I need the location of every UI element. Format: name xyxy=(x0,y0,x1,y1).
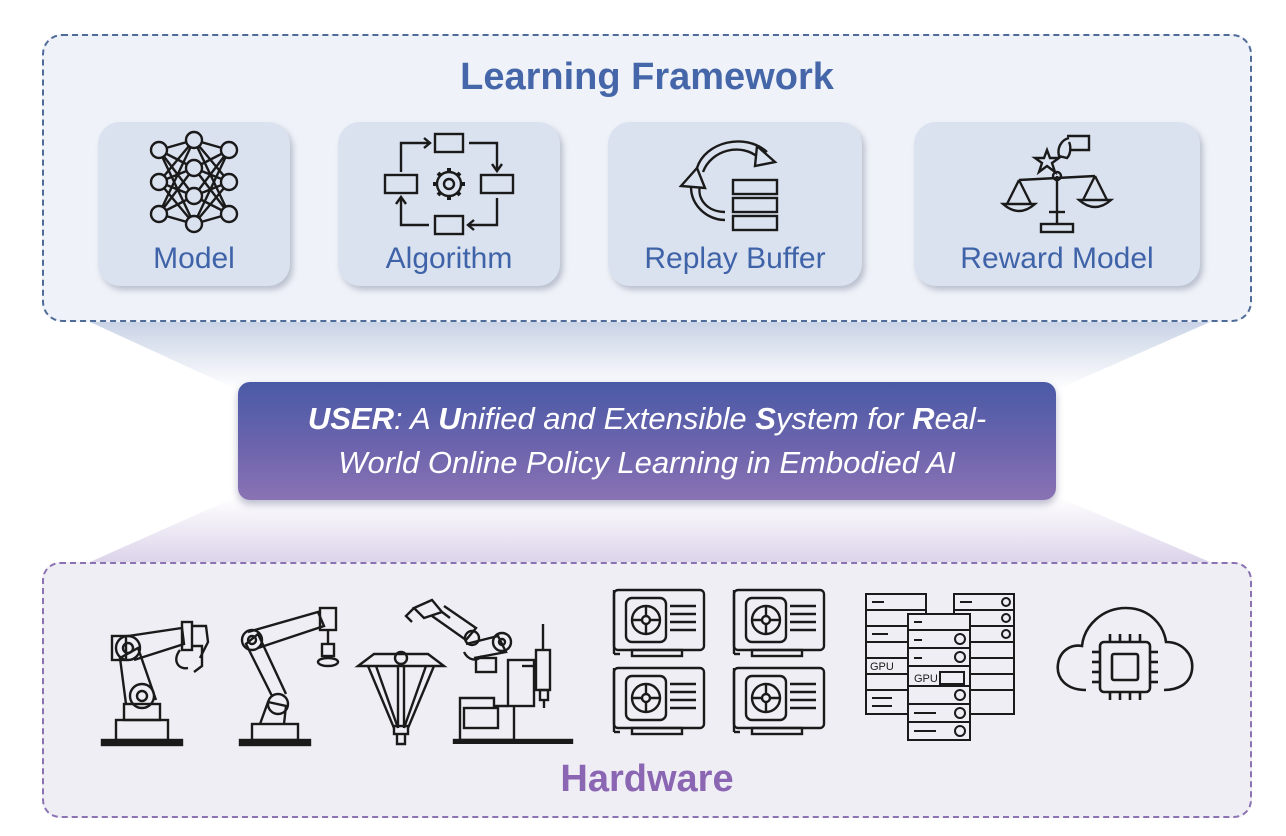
hardware-panel: GPU GPU Hardware xyxy=(42,562,1252,818)
banner-text-1: : A xyxy=(393,401,439,436)
model-card: Model xyxy=(98,122,290,286)
gpu-label-2: GPU xyxy=(914,673,938,685)
reward-model-card: Reward Model xyxy=(914,122,1200,286)
robot-arm-icon xyxy=(100,620,210,747)
replay-buffer-card: Replay Buffer xyxy=(608,122,862,286)
gpu-card xyxy=(732,666,826,736)
replay-buffer-icon xyxy=(678,140,779,232)
learning-framework-title: Learning Framework xyxy=(460,56,834,98)
banner-letter-s: S xyxy=(755,401,776,436)
algorithm-label: Algorithm xyxy=(385,242,513,275)
gpu-label-1: GPU xyxy=(870,661,894,673)
gpu-card xyxy=(612,666,706,736)
banner-title: USER: A Unified and Extensible System fo… xyxy=(238,397,1056,485)
cobot-arm-icon xyxy=(238,606,340,747)
banner-acronym: USER xyxy=(307,401,394,436)
delta-robot-icon xyxy=(354,650,448,746)
algorithm-card: Algorithm xyxy=(338,122,560,286)
gpu-card xyxy=(732,588,826,658)
reward-model-label: Reward Model xyxy=(960,242,1154,275)
algorithm-cycle-icon xyxy=(383,132,515,236)
gpu-cards-icon xyxy=(612,588,826,736)
banner-text-2: nified and Extensible xyxy=(460,401,756,436)
learning-framework-panel: Learning Framework Model xyxy=(42,34,1252,322)
replay-buffer-label: Replay Buffer xyxy=(644,242,826,275)
reward-scale-icon xyxy=(999,134,1115,234)
neural-network-icon xyxy=(149,130,239,234)
cloud-chip-icon xyxy=(1056,606,1194,700)
banner-letter-u: U xyxy=(438,401,461,436)
gpu-card xyxy=(612,588,706,658)
banner-text-4: eal-World Online Policy Learning in Embo… xyxy=(338,401,987,480)
user-system-banner: USER: A Unified and Extensible System fo… xyxy=(238,382,1056,500)
hardware-title: Hardware xyxy=(560,758,734,800)
scara-robot-icon xyxy=(404,598,574,744)
banner-letter-r: R xyxy=(912,401,935,436)
server-rack-icon: GPU GPU xyxy=(865,593,1015,741)
banner-text-3: ystem for xyxy=(775,401,913,436)
model-label: Model xyxy=(153,242,235,275)
